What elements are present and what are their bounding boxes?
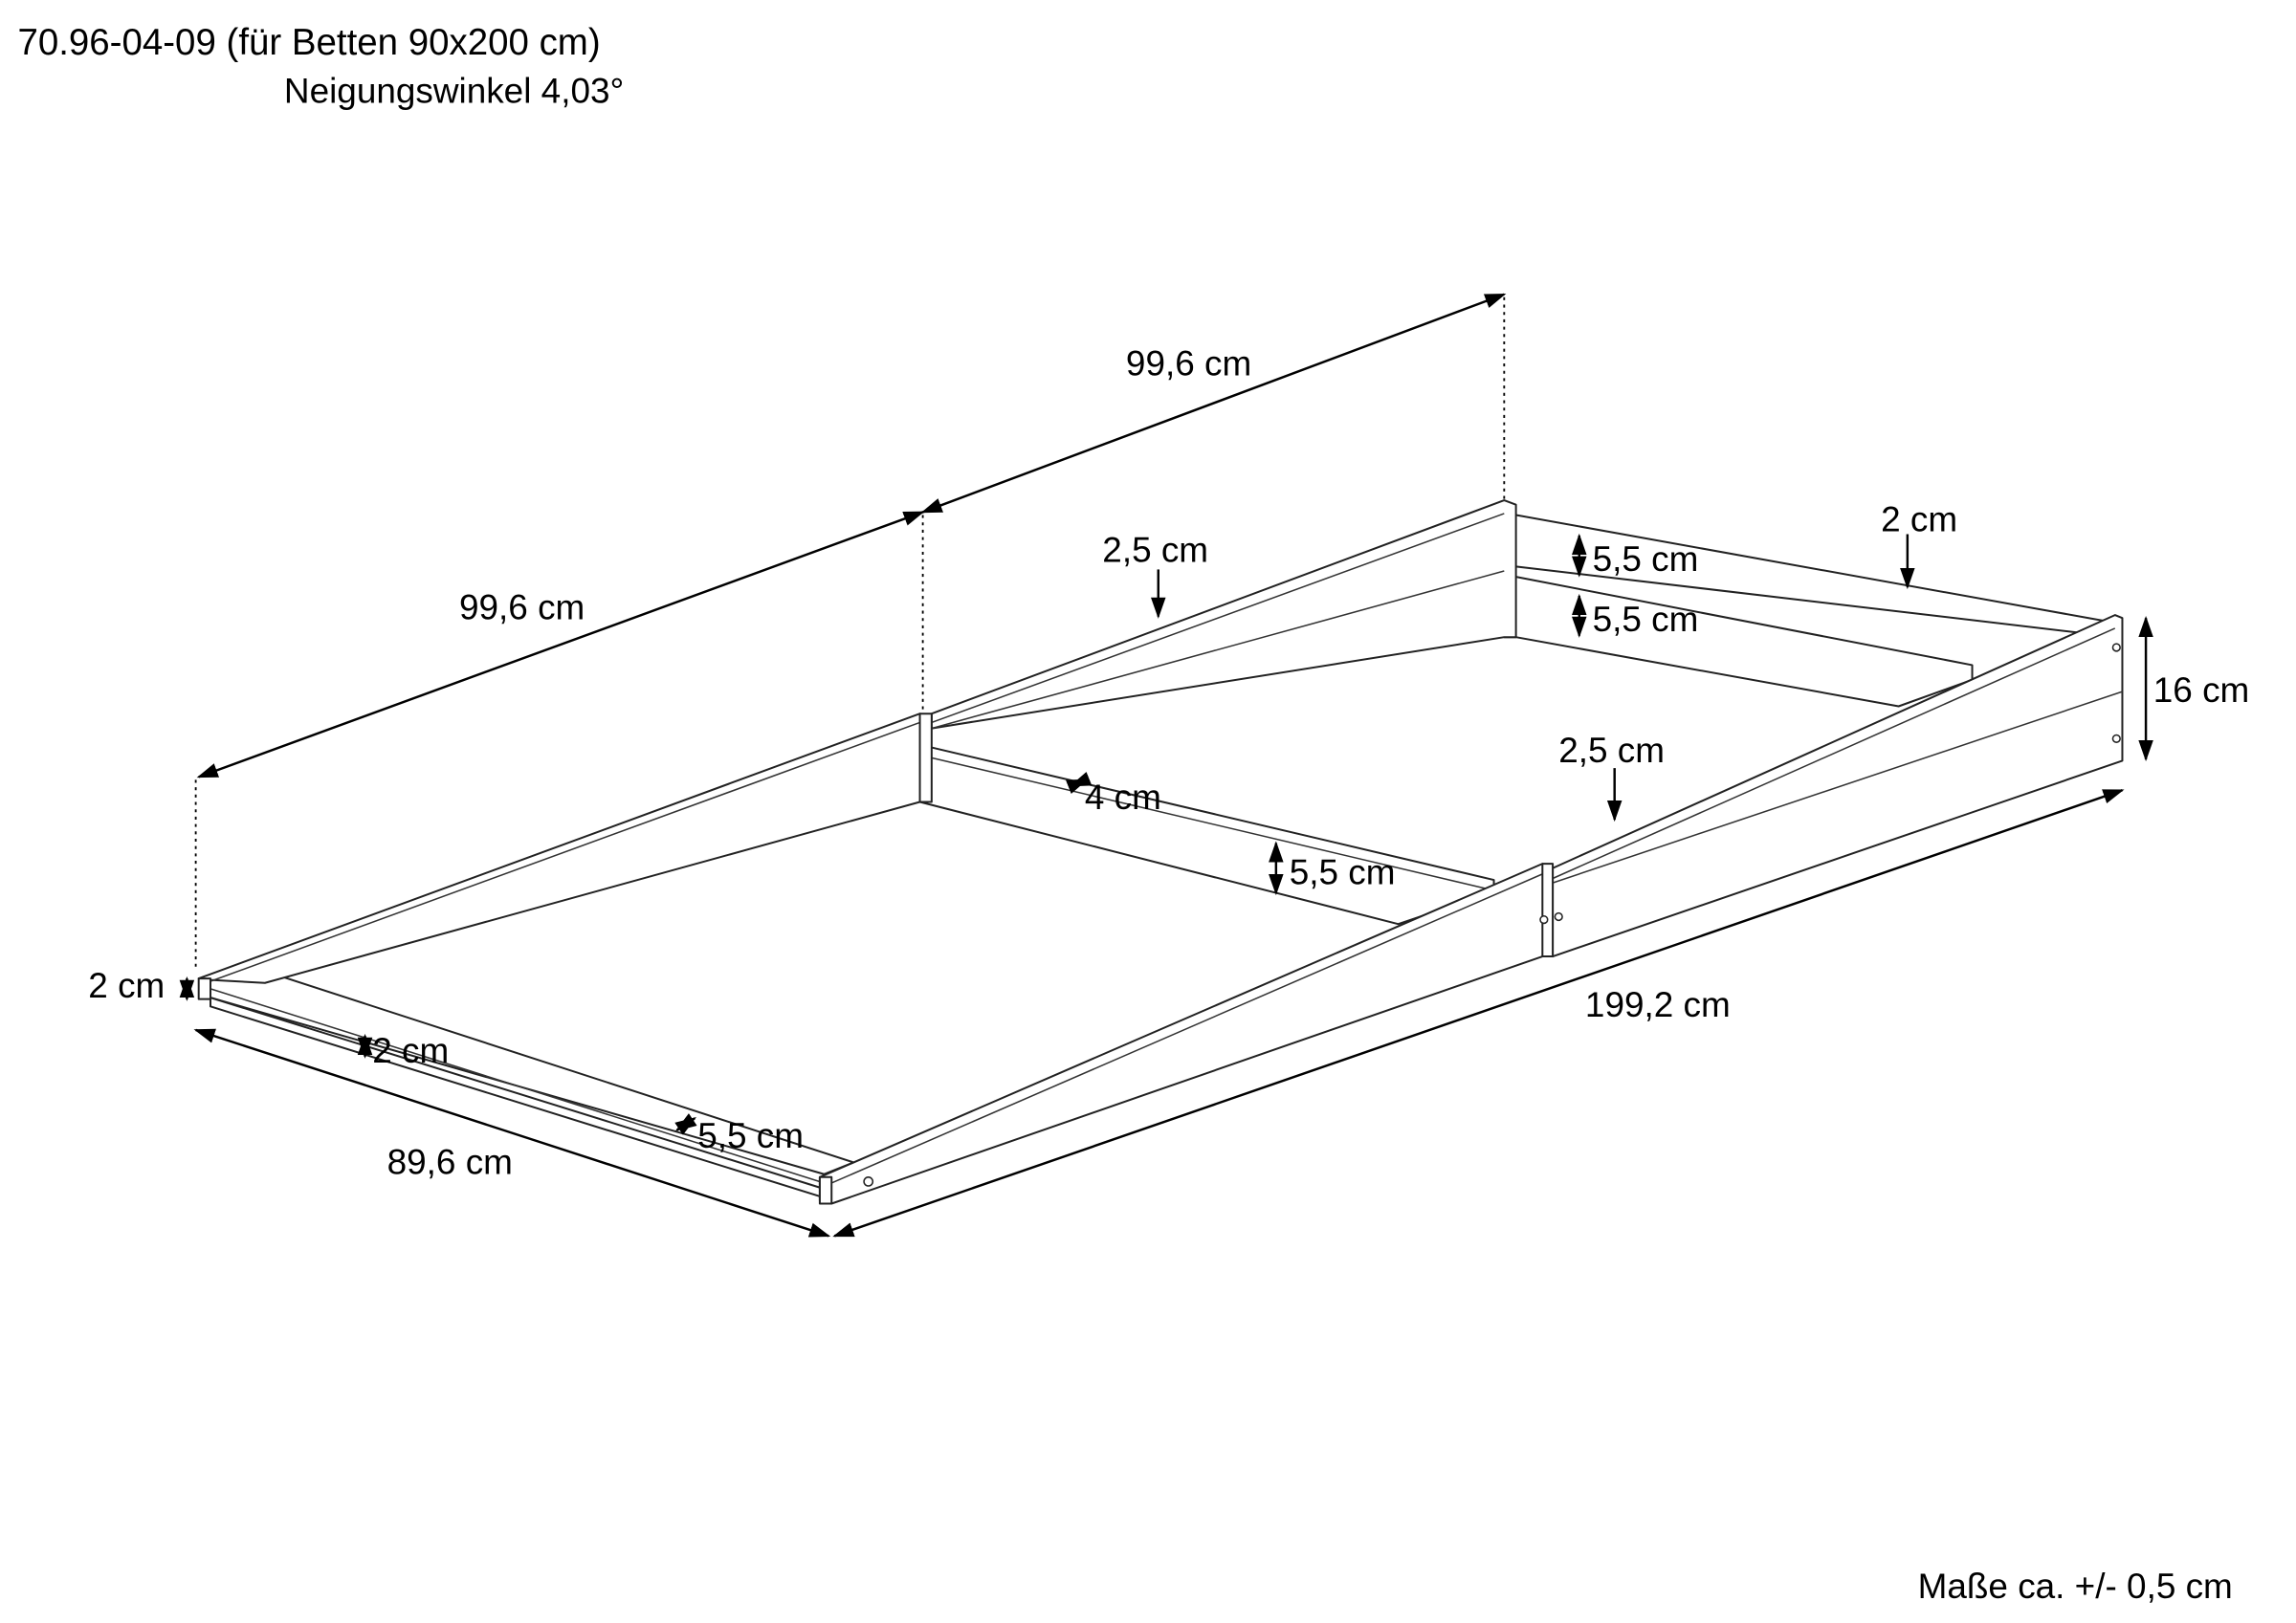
middle-joint-left [918, 713, 933, 803]
label-side-top-left: 2,5 cm [1102, 531, 1208, 570]
left-side-panel-foot [197, 713, 933, 984]
label-foot-rail-height: 5,5 cm [697, 1116, 804, 1155]
label-foot-height: 2 cm [88, 966, 165, 1005]
dimension-lines [179, 293, 2153, 1238]
label-foot-rail-thickness: 2 cm [372, 1031, 449, 1070]
foot-end-block-right [818, 1175, 833, 1205]
label-total-length: 199,2 cm [1585, 985, 1731, 1024]
middle-rail [918, 746, 1495, 926]
tilt-angle: Neigungswinkel 4,03° [284, 72, 624, 111]
label-head-height: 16 cm [2153, 670, 2250, 710]
label-middle-rail-width: 4 cm [1085, 778, 1161, 817]
right-side-panel-foot [818, 863, 1555, 1205]
middle-joint-right [1541, 863, 1555, 958]
label-head-board-upper: 5,5 cm [1593, 539, 1699, 579]
left-side-panel-head [930, 499, 1517, 730]
label-head-rail: 2 cm [1881, 499, 1957, 538]
tolerance-note: Maße ca. +/- 0,5 cm [1918, 1567, 2233, 1606]
dimension-labels: 99,6 cm 99,6 cm 2,5 cm 2 cm 5,5 cm 5,5 c… [88, 343, 2249, 1181]
foot-end-block [197, 977, 212, 1000]
label-upper-length-head: 99,6 cm [1126, 343, 1251, 383]
drawing-title: 70.96-04-09 (für Betten 90x200 cm) [17, 22, 600, 63]
label-middle-rail-height: 5,5 cm [1290, 853, 1396, 892]
label-upper-length-foot: 99,6 cm [459, 588, 585, 627]
label-width: 89,6 cm [387, 1143, 513, 1182]
label-head-board-lower: 5,5 cm [1593, 600, 1699, 639]
label-side-top-right: 2,5 cm [1558, 731, 1665, 770]
